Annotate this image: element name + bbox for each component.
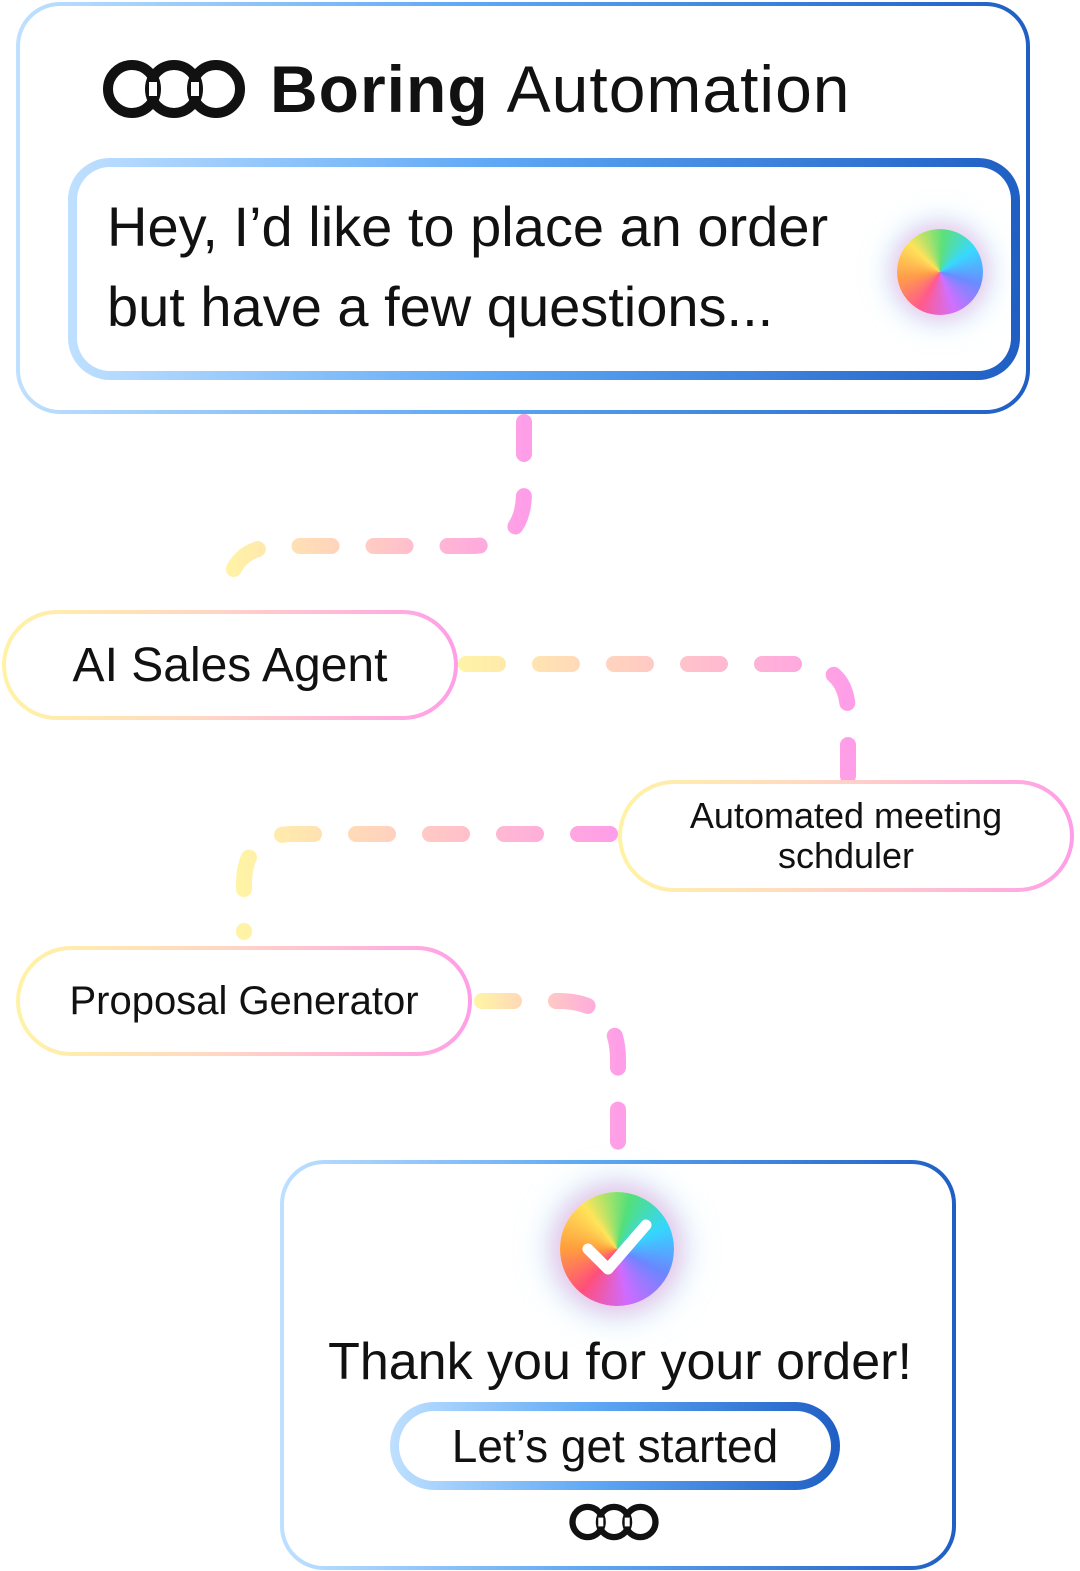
loop-circles-logo-icon: [569, 1503, 659, 1541]
get-started-label: Let’s get started: [451, 1420, 779, 1472]
checkmark-orb-icon: [560, 1192, 674, 1306]
step-label: Proposal Generator: [69, 978, 419, 1023]
step-meeting-scheduler[interactable]: Automated meeting schduler: [618, 780, 1074, 892]
connector-proposal-to-confirmation: [474, 993, 626, 1164]
loop-circles-logo-icon: [103, 60, 245, 118]
get-started-button[interactable]: Let’s get started: [390, 1402, 840, 1490]
connector-sales-to-meeting: [458, 656, 856, 784]
brand-name-regular: Automation: [506, 52, 851, 126]
chat-message-bubble[interactable]: Hey, I’d like to place an order but have…: [68, 158, 1020, 380]
brand-name-bold: Boring: [270, 52, 489, 126]
confirmation-card: Thank you for your order! Let’s get star…: [280, 1160, 956, 1570]
connector-chat-to-sales: [220, 414, 532, 606]
step-proposal-generator[interactable]: Proposal Generator: [16, 946, 472, 1056]
step-label: Automated meeting schduler: [689, 795, 1003, 876]
gradient-orb-icon: [897, 229, 983, 315]
checkmark-icon: [582, 1219, 652, 1275]
step-ai-sales-agent[interactable]: AI Sales Agent: [2, 610, 458, 720]
step-label: AI Sales Agent: [72, 638, 388, 692]
chat-message-text: Hey, I’d like to place an order but have…: [107, 195, 829, 338]
connector-meeting-to-proposal: [236, 826, 618, 940]
confirmation-message: Thank you for your order!: [328, 1333, 912, 1391]
